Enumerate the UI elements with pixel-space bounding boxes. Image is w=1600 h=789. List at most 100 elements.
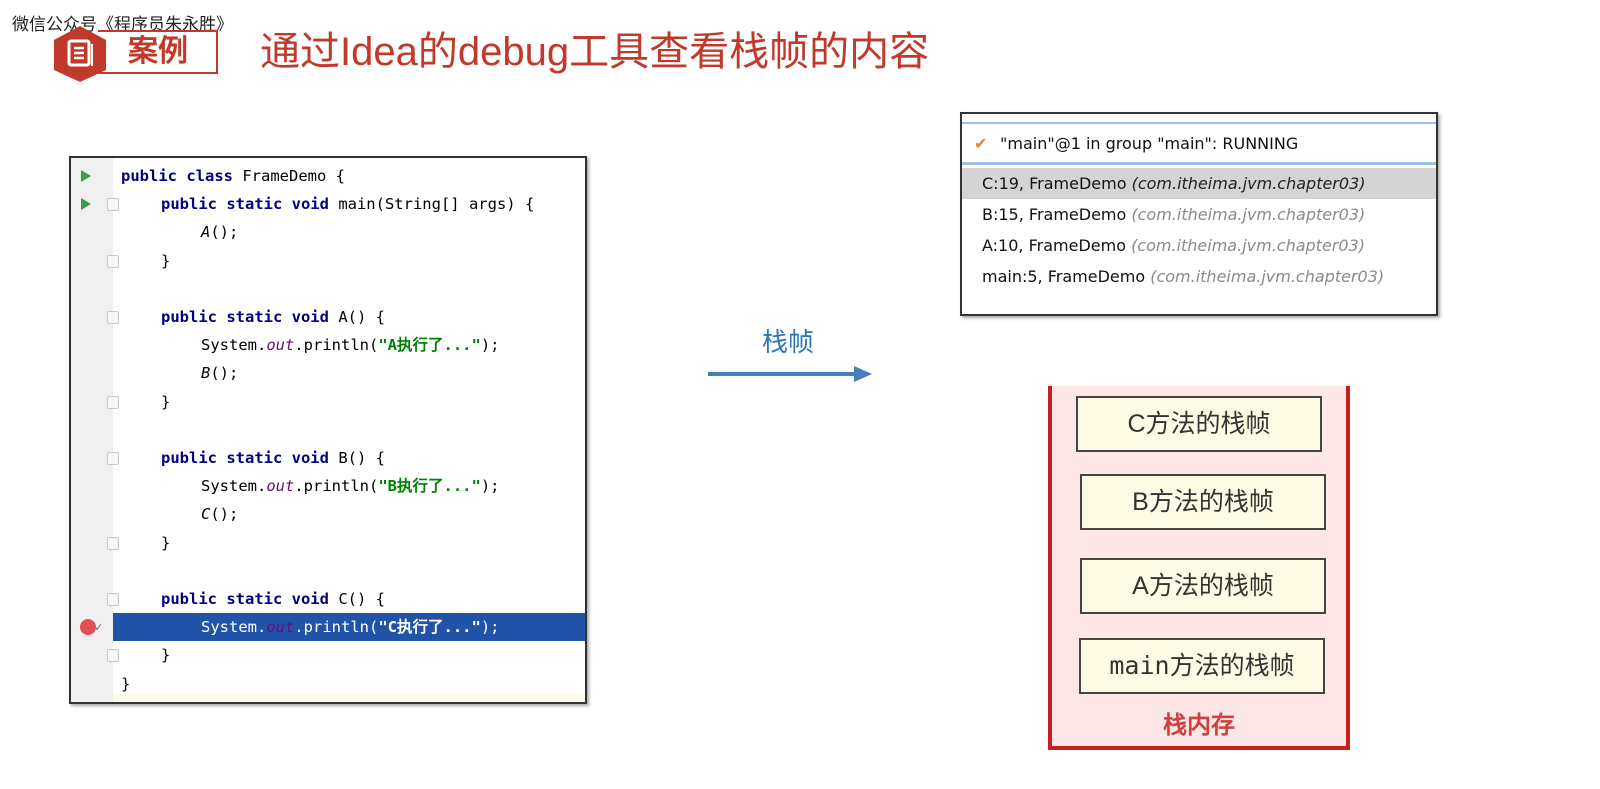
debug-frames-panel: ✔ "main"@1 in group "main": RUNNING C:19…	[960, 112, 1438, 316]
code-token: FrameDemo {	[242, 167, 345, 185]
code-token: "C执行了..."	[378, 618, 481, 637]
execution-highlight	[113, 613, 585, 642]
frame-package: (com.itheima.jvm.chapter03)	[1131, 236, 1365, 255]
fold-icon[interactable]	[107, 395, 119, 409]
thread-label: "main"@1 in group "main": RUNNING	[1000, 134, 1299, 153]
code-line[interactable]: }	[71, 247, 585, 275]
code-line[interactable]: }	[71, 388, 585, 416]
code-token: .println(	[294, 477, 379, 496]
stack-frame-box: B方法的栈帧	[1080, 474, 1326, 530]
code-editor: public class FrameDemo {public static vo…	[69, 156, 587, 704]
code-token: }	[121, 674, 131, 693]
code-token: .println(	[294, 336, 379, 355]
code-line[interactable]: }	[71, 641, 585, 669]
case-badge: 案例	[52, 24, 222, 82]
code-line[interactable]: System.out.println("A执行了...");	[71, 331, 585, 359]
code-token: }	[161, 533, 171, 552]
slide-title: 通过Idea的debug工具查看栈帧的内容	[260, 30, 930, 74]
method-name: C	[1127, 410, 1146, 438]
run-icon[interactable]	[81, 198, 91, 211]
frame-location: main:5, FrameDemo	[982, 267, 1151, 286]
code-line[interactable]: System.out.println("B执行了...");	[71, 472, 585, 500]
code-line-current[interactable]: ✓System.out.println("C执行了...");	[71, 613, 585, 642]
code-text: }	[161, 529, 170, 557]
code-line[interactable]: C();	[71, 500, 585, 528]
case-label-box	[98, 30, 218, 74]
right-arrow-icon	[708, 366, 872, 382]
code-line[interactable]: B();	[71, 359, 585, 387]
method-name: main	[1109, 651, 1170, 680]
thread-selector[interactable]: ✔ "main"@1 in group "main": RUNNING	[962, 126, 1436, 162]
code-token: }	[161, 646, 171, 665]
code-text: }	[161, 388, 170, 416]
frame-location: C:19, FrameDemo	[982, 174, 1132, 193]
code-token: );	[480, 336, 500, 355]
run-icon[interactable]	[81, 170, 91, 182]
code-token: A	[201, 223, 211, 242]
stack-frame-item[interactable]: C:19, FrameDemo (com.itheima.jvm.chapter…	[962, 168, 1436, 199]
breakpoint-check-icon: ✓	[95, 620, 103, 635]
method-name: A	[1132, 572, 1149, 600]
code-token: "A执行了..."	[378, 336, 481, 355]
frame-suffix: 方法的栈帧	[1148, 572, 1274, 600]
frame-text: A:10, FrameDemo (com.itheima.jvm.chapter…	[982, 230, 1365, 261]
fold-icon[interactable]	[107, 593, 119, 606]
code-line[interactable]: }	[71, 670, 585, 698]
code-token: public class	[121, 167, 243, 185]
frame-package: (com.itheima.jvm.chapter03)	[1150, 267, 1385, 286]
frame-location: B:15, FrameDemo	[982, 205, 1132, 224]
stack-frame-box: main方法的栈帧	[1079, 638, 1325, 694]
frame-location: A:10, FrameDemo	[982, 236, 1132, 255]
stack-frame-item[interactable]: main:5, FrameDemo (com.itheima.jvm.chapt…	[962, 261, 1436, 292]
code-token: System.	[201, 618, 267, 637]
code-line[interactable]: A();	[71, 218, 585, 246]
fold-icon[interactable]	[107, 254, 119, 268]
code-text: public static void C() {	[161, 585, 385, 613]
code-text: public static void A() {	[161, 303, 385, 331]
fold-icon[interactable]	[107, 452, 119, 465]
code-token: ();	[210, 223, 239, 242]
code-token: ();	[210, 364, 239, 383]
frame-package: (com.itheima.jvm.chapter03)	[1131, 174, 1366, 193]
code-line[interactable]: public static void A() {	[71, 303, 585, 331]
code-token: C() {	[338, 590, 385, 608]
code-line[interactable]: public static void main(String[] args) {	[71, 190, 585, 218]
code-token: public static void	[161, 308, 339, 326]
frame-text: B:15, FrameDemo (com.itheima.jvm.chapter…	[982, 199, 1365, 230]
code-line[interactable]: }	[71, 529, 585, 557]
fold-icon[interactable]	[107, 198, 119, 212]
code-token: System.	[201, 477, 267, 496]
editor-gutter	[71, 158, 113, 702]
fold-icon[interactable]	[107, 536, 119, 550]
code-token: out	[266, 336, 295, 355]
code-text: public static void main(String[] args) {	[161, 190, 534, 218]
code-token: out	[266, 477, 295, 496]
code-line[interactable]: public class FrameDemo {	[71, 162, 585, 190]
code-token: B() {	[338, 449, 385, 467]
fold-icon[interactable]	[107, 311, 119, 324]
code-text: B();	[201, 359, 238, 387]
stack-frame-item[interactable]: A:10, FrameDemo (com.itheima.jvm.chapter…	[962, 230, 1436, 261]
code-line[interactable]	[71, 416, 585, 444]
code-line[interactable]	[71, 275, 585, 303]
code-token: );	[480, 477, 500, 496]
code-token: public static void	[161, 449, 339, 467]
case-label: 案例	[128, 35, 188, 68]
method-name: B	[1132, 488, 1149, 516]
code-line[interactable]: public static void B() {	[71, 444, 585, 472]
frame-suffix: 方法的栈帧	[1169, 652, 1295, 680]
code-token: }	[161, 251, 171, 270]
stack-frame-item[interactable]: B:15, FrameDemo (com.itheima.jvm.chapter…	[962, 199, 1436, 230]
code-token: A() {	[338, 308, 385, 326]
breakpoint-icon[interactable]: ✓	[80, 619, 102, 636]
code-token: public static void	[161, 590, 339, 608]
code-token: "B执行了..."	[378, 477, 481, 496]
code-line[interactable]: public static void C() {	[71, 585, 585, 613]
code-line[interactable]	[71, 557, 585, 585]
fold-icon[interactable]	[107, 649, 119, 663]
code-token: out	[266, 618, 295, 637]
check-icon: ✔	[974, 134, 988, 153]
code-token: ();	[210, 505, 239, 524]
code-token: C	[201, 505, 211, 524]
